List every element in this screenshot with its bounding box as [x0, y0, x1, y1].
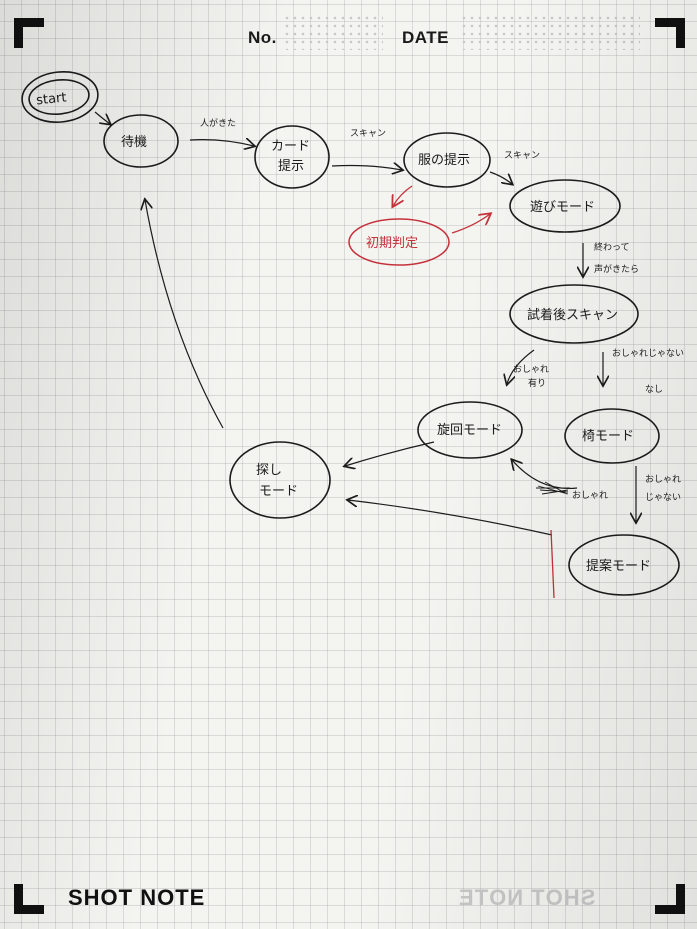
- edge-card-clothes: [331, 166, 402, 171]
- node-kaiten-label: 旋回モード: [437, 423, 502, 438]
- edge-label-oshare-nashi-2: なし: [645, 384, 663, 395]
- node-sagashi: [229, 441, 331, 519]
- edge-teian-sagashi: [348, 500, 553, 536]
- edge-clothes-play: [489, 171, 512, 184]
- edge-label-scan-2: スキャン: [504, 151, 540, 161]
- node-start-inner: [28, 79, 90, 115]
- node-start-outer: [21, 71, 99, 123]
- node-start-label: start: [36, 90, 68, 108]
- node-clothes-label: 服の提示: [418, 152, 470, 168]
- node-teian: [568, 534, 680, 596]
- date-field-dots: [460, 14, 640, 50]
- corner-mark-bottom-right: [655, 884, 685, 914]
- corner-mark-bottom-left: [14, 884, 44, 914]
- node-card: [254, 125, 330, 189]
- node-teian-label: 提案モード: [586, 558, 651, 574]
- edge-kaiten-sagashi: [345, 441, 435, 466]
- node-taiki: [103, 114, 179, 168]
- corner-mark-top-right: [655, 18, 685, 48]
- edge-label-finished-2: 声がきたら: [594, 263, 639, 275]
- edge-label-oshare: おしゃれ: [572, 490, 608, 501]
- edge-tsumaki-kaiten: [512, 460, 578, 490]
- node-tsumaki: [564, 408, 660, 464]
- corner-mark-top-left: [14, 18, 44, 48]
- edge-label-oshare-janai-2: じゃない: [645, 492, 681, 503]
- edge-start-taiki: [94, 111, 110, 124]
- node-clothes: [403, 132, 491, 188]
- node-hantei-label: 初期判定: [366, 236, 418, 251]
- node-play-label: 遊びモード: [530, 200, 595, 215]
- node-tsumaki-label: 椅モード: [582, 429, 634, 444]
- node-shichaku-label: 試着後スキャン: [527, 307, 618, 323]
- edge-label-oshare-ari-1: おしゃれ: [513, 364, 549, 375]
- edge-sagashi-taiki: [145, 200, 224, 429]
- edge-label-person-came: 人がきた: [200, 117, 236, 129]
- number-label: No.: [248, 28, 277, 47]
- node-hantei: [348, 218, 450, 266]
- date-label: DATE: [402, 28, 450, 47]
- edge-label-oshare-ari-2: 有り: [528, 377, 546, 389]
- scribble-mark: [536, 481, 570, 495]
- node-play: [509, 179, 621, 233]
- brand-logo: SHOT NOTE: [68, 885, 206, 910]
- node-sagashi-label-1: 探し: [256, 463, 282, 478]
- edge-label-finished-1: 終わって: [594, 241, 630, 253]
- edge-taiki-card: [189, 140, 254, 146]
- edge-label-oshare-janai-1: おしゃれ: [645, 474, 681, 485]
- node-sagashi-label-2: モード: [259, 484, 298, 499]
- node-card-label-1: カード: [271, 139, 310, 154]
- edge-shichaku-kaiten: [507, 349, 535, 384]
- red-vertical-line: [550, 529, 555, 599]
- number-field-dots: [283, 14, 383, 50]
- node-card-label-2: 提示: [278, 158, 304, 174]
- edge-label-oshare-nashi-1: おしゃれじゃない: [612, 348, 684, 359]
- edge-clothes-hantei: [393, 185, 413, 206]
- node-shichaku: [509, 284, 639, 344]
- node-taiki-label: 待機: [121, 135, 147, 150]
- edge-hantei-play: [451, 214, 490, 234]
- node-kaiten: [417, 401, 523, 459]
- edge-label-scan-1: スキャン: [350, 129, 386, 139]
